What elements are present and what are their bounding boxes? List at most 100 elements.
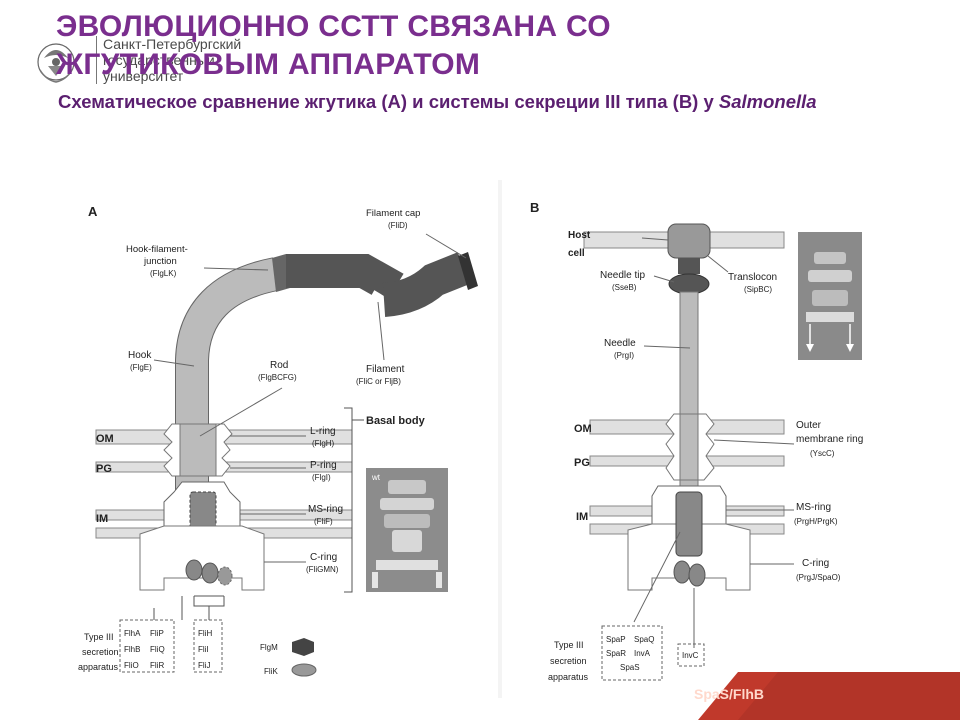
label-p-ring: P-ring xyxy=(310,460,337,471)
fli-protein-1 xyxy=(185,559,203,581)
legend-flik-shape xyxy=(291,663,317,677)
protein-spap: SpaP xyxy=(606,635,626,644)
filament-cap-shape xyxy=(458,252,478,290)
label-rod-sub: (FlgBCFG) xyxy=(258,373,297,382)
label-needle-tip: Needle tip xyxy=(600,270,645,281)
label-ms-ring-a: MS-ring xyxy=(308,504,343,515)
footer-caption: SpaS/FlhB xyxy=(694,686,765,702)
label-type3-b-1: Type III xyxy=(554,640,584,650)
line-rod xyxy=(199,387,283,437)
box-spa-b xyxy=(601,625,663,681)
wt-band-1 xyxy=(388,480,426,494)
line-hook-filament xyxy=(203,267,269,271)
label-type3-a-3: apparatus xyxy=(78,662,119,672)
label-host-cell-2: cell xyxy=(568,248,585,259)
fli-protein-3 xyxy=(217,566,233,586)
protein-spas: SpaS xyxy=(620,663,640,672)
box-flh-a xyxy=(119,619,175,673)
filament-part-1 xyxy=(286,254,404,299)
c-ring-cup xyxy=(139,525,265,591)
comparison-figure: A xyxy=(54,180,894,698)
legend-label-2: FliK xyxy=(264,667,278,676)
protein-flii: FliI xyxy=(198,645,209,654)
label-hook-sub: (FlgE) xyxy=(130,363,152,372)
label-im-a: IM xyxy=(96,513,108,525)
spbu-emblem-icon xyxy=(37,43,75,83)
label-translocon-sub: (SipBC) xyxy=(744,285,772,294)
protein-flha: FlhA xyxy=(124,629,141,638)
label-outer-ring-sub: (YscC) xyxy=(810,449,835,458)
label-type3-a-2: secretion xyxy=(82,647,119,657)
subtitle-organism: Salmonella xyxy=(718,91,817,112)
needle-tip-upper xyxy=(678,258,700,274)
label-needle: Needle xyxy=(604,338,636,349)
label-c-ring-a: C-ring xyxy=(310,552,337,563)
line-translocon xyxy=(707,255,729,273)
logo-line-1: Санкт-Петербургский xyxy=(103,36,242,52)
translocon-shape xyxy=(667,223,711,259)
protein-flio: FliO xyxy=(124,661,139,670)
micro-band-1 xyxy=(814,252,846,264)
hook-shape xyxy=(176,258,280,540)
subtitle-main-text: Схематическое сравнение жгутика (А) и си… xyxy=(58,91,719,112)
needle-tip-shape xyxy=(668,273,710,295)
slide-subtitle: Схематическое сравнение жгутика (А) и си… xyxy=(58,88,908,115)
protein-spaq: SpaQ xyxy=(634,635,654,644)
label-type3-b-2: secretion xyxy=(550,656,587,666)
filament-part-2 xyxy=(382,252,471,317)
box-invc-b xyxy=(677,643,705,667)
label-c-ring-b-sub: (PrgJ/SpaO) xyxy=(796,573,841,582)
line-needle xyxy=(643,345,691,349)
label-p-ring-sub: (FlgI) xyxy=(312,473,331,482)
label-needle-sub: (PrgI) xyxy=(614,351,634,360)
label-ms-ring-b-sub: (PrgH/PrgK) xyxy=(794,517,838,526)
panel-b-letter: B xyxy=(530,200,539,215)
label-hook: Hook xyxy=(128,350,152,361)
line-hook xyxy=(153,359,195,367)
slide-title-line-2: ЖГУТИКОВЫМ АППАРАТОМ xyxy=(56,48,481,81)
label-hook-filament-2: junction xyxy=(143,256,177,267)
label-hook-filament-1: Hook-filament- xyxy=(126,244,188,255)
label-host-cell-1: Host xyxy=(568,230,591,241)
fli-protein-2 xyxy=(201,562,219,584)
label-pg-b: PG xyxy=(574,457,590,469)
label-outer-ring-1: Outer xyxy=(796,420,822,431)
panel-a-letter: A xyxy=(88,204,98,219)
line-outer-ring xyxy=(713,439,795,445)
legend-flgm-shape xyxy=(292,638,314,656)
university-name: Санкт-Петербургский государственный унив… xyxy=(96,36,241,84)
university-logo: Санкт-Петербургский государственный унив… xyxy=(34,36,274,86)
micro-band-4 xyxy=(806,312,854,322)
line-needle-tip xyxy=(653,275,675,283)
label-needle-tip-sub: (SseB) xyxy=(612,283,637,292)
panel-a: A xyxy=(78,204,478,677)
inv-protein-1 xyxy=(673,560,691,584)
label-outer-ring-2: membrane ring xyxy=(796,434,863,445)
protein-inva: InvA xyxy=(634,649,651,658)
label-im-b: IM xyxy=(576,511,588,523)
slide-title-line-1: ЭВОЛЮЦИОННО ССТТ СВЯЗАНА СО xyxy=(56,10,611,43)
label-type3-b-3: apparatus xyxy=(548,672,589,682)
panel-b: B xyxy=(530,200,863,682)
label-c-ring-a-sub: (FliGMN) xyxy=(306,565,339,574)
wt-band-5 xyxy=(376,560,438,570)
label-ms-ring-a-sub: (FliF) xyxy=(314,517,333,526)
label-l-ring: L-ring xyxy=(310,426,336,437)
label-wt: wt xyxy=(371,473,381,482)
protein-fliq: FliQ xyxy=(150,645,165,654)
label-hook-filament-sub: (FlgLK) xyxy=(150,269,177,278)
label-om-b: OM xyxy=(574,423,592,435)
line-filament-cap xyxy=(425,233,467,259)
label-filament-cap: Filament cap xyxy=(366,208,420,219)
protein-flir: FliR xyxy=(150,661,164,670)
micro-arrowhead-left xyxy=(806,344,814,352)
label-filament-sub: (FliC or FljB) xyxy=(356,377,401,386)
figure-svg: A xyxy=(54,180,894,698)
protein-flip: FliP xyxy=(150,629,164,638)
micro-band-2 xyxy=(808,270,852,282)
label-c-ring-b: C-ring xyxy=(802,558,829,569)
label-type3-a-1: Type III xyxy=(84,632,114,642)
export-apparatus-b xyxy=(675,491,703,557)
wt-band-7 xyxy=(436,572,442,588)
line-host-cell xyxy=(641,237,669,241)
